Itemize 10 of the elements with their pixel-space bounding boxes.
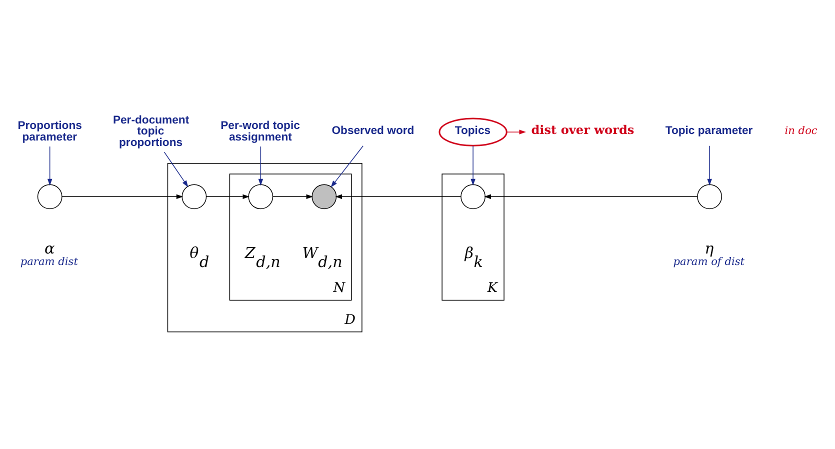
node-text: Topic parameter bbox=[665, 124, 753, 136]
node-text: Per-word topic assignment bbox=[220, 120, 300, 143]
node-label: param dist bbox=[20, 255, 78, 268]
label: in doc bbox=[784, 124, 818, 137]
node-text: Proportions parameter bbox=[18, 120, 82, 143]
node-label: η bbox=[704, 238, 714, 257]
node-text: dist over words bbox=[531, 122, 634, 137]
node-text: Per-document topic proportions bbox=[112, 114, 190, 149]
node-label: α bbox=[44, 238, 55, 257]
node-text: Observed word bbox=[332, 124, 414, 136]
